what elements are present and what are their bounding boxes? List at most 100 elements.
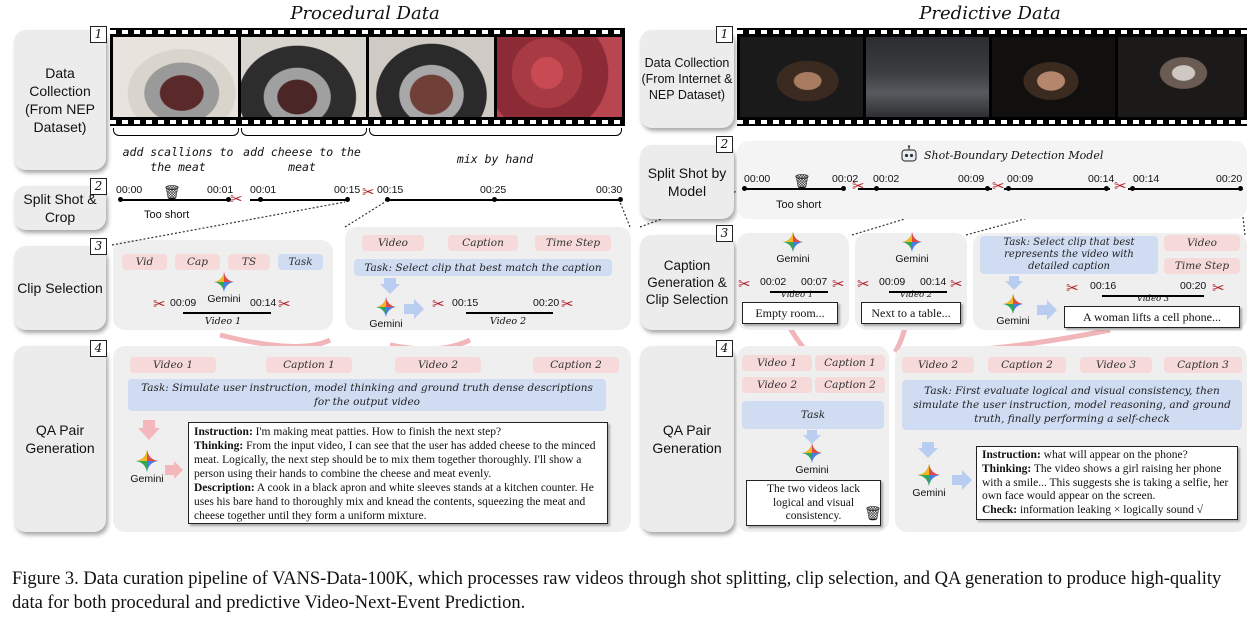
figure-caption: Figure 3. Data curation pipeline of VANS… (12, 569, 1222, 613)
clip2-line (466, 312, 553, 314)
right-tick-2 (841, 186, 846, 191)
scissors-icon: ✂ (857, 277, 870, 293)
tag-video: Video (362, 235, 424, 251)
left-stage2-number: 2 (90, 178, 107, 195)
right-timeline-c (1004, 188, 1110, 190)
gemini-logo: Gemini (356, 297, 416, 330)
left-clip1-end: 00:14 (250, 297, 277, 309)
gemini-icon (136, 450, 158, 472)
arrow-right-icon (1037, 300, 1057, 320)
predictive-data-title: Predictive Data (919, 3, 1061, 24)
right-cap3-label: Video 3 (1136, 294, 1170, 304)
scissors-icon: ✂ (1114, 179, 1127, 195)
arrow-down-icon (918, 442, 938, 458)
right-tick-6 (1104, 186, 1109, 191)
left-tick-3 (258, 197, 263, 202)
scissors-icon: ✂ (153, 297, 166, 313)
right-check-output: The two videos lack logical and visual c… (746, 480, 881, 526)
bracket-2 (241, 128, 367, 136)
left-tick-2 (226, 197, 231, 202)
right-stage3-number: 3 (716, 225, 733, 242)
arrow-down-icon (1005, 276, 1023, 290)
right-cap2-caption: Next to a table... (861, 302, 961, 324)
left-time-7: 00:30 (596, 184, 623, 196)
bracket-3 (369, 128, 622, 136)
trash-icon: 🗑 (163, 186, 181, 201)
cap2-line (889, 291, 947, 293)
right-time-7: 00:14 (1133, 173, 1160, 185)
right-cap3-start: 00:16 (1090, 280, 1117, 292)
segment-label-1: add scallions to the meat (122, 145, 234, 174)
arrow-right-icon (952, 470, 972, 490)
left-time-5: 00:15 (377, 184, 404, 196)
right-time-5: 00:09 (1007, 173, 1034, 185)
right-cap1-caption: Empty room... (742, 302, 838, 324)
clip1-line (183, 312, 271, 314)
scissors-icon: ✂ (950, 277, 963, 293)
gemini-icon (902, 232, 922, 252)
frame-mix (369, 37, 494, 117)
frame-scallions (113, 37, 238, 117)
right-stage4-label: QA Pair Generation (640, 346, 734, 532)
qa-tag-video2: Video 2 (902, 357, 974, 373)
left-time-3: 00:01 (250, 184, 277, 196)
gemini-logo: Gemini (194, 272, 254, 305)
scissors-icon: ✂ (992, 179, 1005, 195)
right-tick-7 (1130, 186, 1135, 191)
right-select-task: Task: Select clip that best represents t… (980, 236, 1158, 274)
gemini-logo: Gemini (899, 464, 959, 499)
check-tag-video2: Video 2 (742, 377, 812, 393)
tag-cap: Cap (175, 254, 220, 270)
scissors-icon: ✂ (561, 297, 574, 313)
qa-tag-caption1: Caption 1 (266, 357, 352, 373)
frame-girl-smile (992, 37, 1115, 117)
qa-tag-caption2: Caption 2 (533, 357, 619, 373)
left-tick-6 (492, 197, 497, 202)
qa-tag-caption3: Caption 3 (1164, 357, 1242, 373)
frame-meat (497, 37, 622, 117)
gemini-icon (376, 297, 396, 317)
gemini-icon (1003, 294, 1023, 314)
scissors-icon: ✂ (362, 185, 375, 201)
gemini-logo: Gemini (763, 232, 823, 265)
arrow-down-icon (803, 430, 821, 444)
left-clip2-start: 00:15 (452, 297, 479, 309)
right-cap1-start: 00:02 (760, 276, 787, 288)
gemini-icon (214, 272, 234, 292)
right-timeline-b (858, 188, 992, 190)
right-check-task: Task (742, 401, 884, 429)
frame-girl-phone (740, 37, 863, 117)
trash-icon: 🗑 (793, 175, 811, 190)
left-clip2-end: 00:20 (533, 297, 560, 309)
tag-task: Task (278, 254, 323, 270)
scissors-icon: ✂ (1212, 281, 1225, 297)
right-qa-task: Task: First evaluate logical and visual … (902, 380, 1242, 430)
left-time-1: 00:00 (116, 184, 143, 196)
qa-tag-video1: Video 1 (130, 357, 216, 373)
left-timeline-c (385, 199, 621, 201)
right-time-4: 00:09 (958, 173, 985, 185)
right-cap2-end: 00:14 (920, 276, 947, 288)
right-time-6: 00:14 (1088, 173, 1115, 185)
right-timeline-a (744, 188, 844, 190)
right-stage2-label: Split Shot by Model (640, 145, 734, 219)
scissors-icon: ✂ (432, 297, 445, 313)
gemini-logo: Gemini (983, 294, 1043, 327)
bracket-1 (113, 128, 239, 136)
right-tick-4 (985, 186, 990, 191)
left-time-2: 00:01 (207, 184, 234, 196)
left-stage4-label: QA Pair Generation (14, 346, 106, 532)
right-cap2-start: 00:09 (879, 276, 906, 288)
left-stage1-number: 1 (90, 26, 107, 43)
scissors-icon: ✂ (278, 297, 291, 313)
left-qa-task: Task: Simulate user instruction, model t… (128, 379, 606, 411)
check-tag-video1: Video 1 (742, 355, 812, 371)
scissors-icon: ✂ (1066, 281, 1079, 297)
segment-label-2: add cheese to the meat (243, 145, 361, 174)
right-filmstrip (737, 28, 1247, 126)
qa-tag-video3: Video 3 (1080, 357, 1152, 373)
tag-ts: TS (228, 254, 270, 270)
left-timeline-b (250, 199, 348, 201)
right-cap1-end: 00:07 (801, 276, 828, 288)
right-stage1-label: Data Collection (From Internet & NEP Dat… (640, 30, 734, 128)
